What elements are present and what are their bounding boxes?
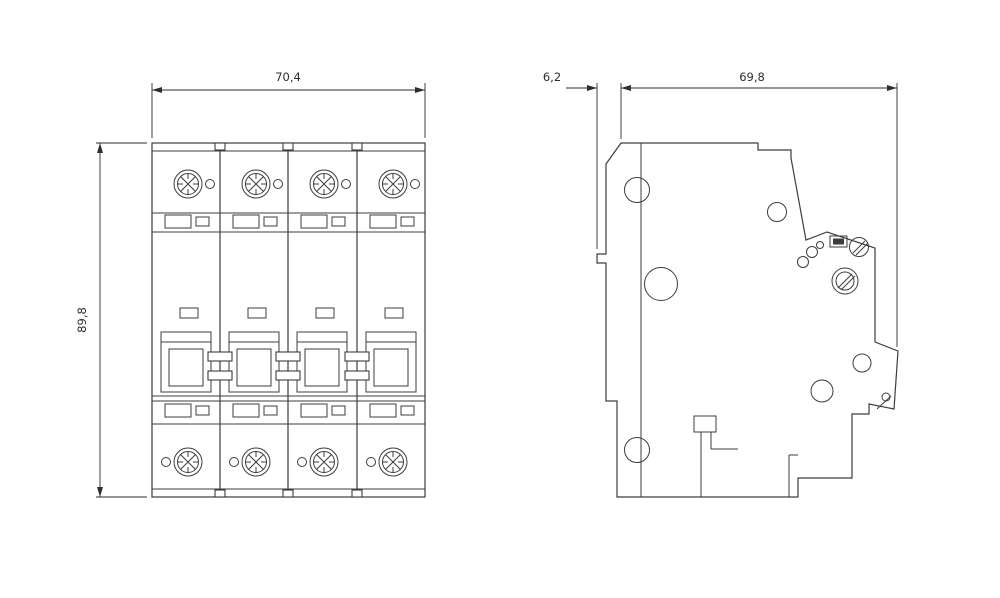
clip-pivot-hole bbox=[852, 353, 872, 373]
dimension-front-height: 89,8 bbox=[75, 142, 147, 498]
rivet-hole-lower bbox=[810, 379, 834, 403]
front-view-horizontal-lines bbox=[152, 150, 425, 490]
terminal-clamp-block bbox=[829, 235, 848, 248]
edge-notches bbox=[214, 142, 363, 498]
dimension-side-depth: 69,8 bbox=[621, 70, 898, 347]
hinge-detail-circle-1 bbox=[797, 256, 809, 268]
hinge-detail-circle-3 bbox=[816, 241, 824, 249]
side-view-holes bbox=[624, 177, 891, 463]
breaker-module-2 bbox=[229, 170, 283, 476]
toggle-tie-bars bbox=[207, 351, 370, 381]
latch-pin-hole bbox=[881, 392, 891, 402]
front-height-dimension-label: 89,8 bbox=[75, 307, 89, 333]
breaker-module-4 bbox=[366, 170, 420, 476]
front-width-dimension-label: 70,4 bbox=[275, 70, 301, 84]
side-depth-dimension-label: 69,8 bbox=[739, 70, 765, 84]
dimension-side-gap: 6,2 bbox=[543, 70, 622, 249]
housing-hole-top bbox=[624, 177, 650, 203]
terminal-screw-lower bbox=[831, 267, 859, 295]
breaker-module-1 bbox=[161, 170, 215, 476]
breaker-module-3 bbox=[297, 170, 351, 476]
terminal-clamp-insert bbox=[833, 238, 844, 245]
module-divider-lines bbox=[219, 143, 358, 497]
side-gap-dimension-label: 6,2 bbox=[543, 70, 561, 84]
housing-hole-bottom bbox=[624, 437, 650, 463]
side-view bbox=[596, 142, 899, 498]
side-view-body-outline bbox=[596, 142, 899, 498]
side-view-internal-lines bbox=[640, 143, 892, 497]
housing-hole-middle bbox=[644, 267, 678, 301]
terminal-screw-upper bbox=[849, 237, 869, 257]
terminal-detail bbox=[829, 235, 869, 295]
rivet-hole-upper bbox=[767, 202, 787, 222]
front-view bbox=[151, 142, 426, 498]
hinge-detail-circle-2 bbox=[806, 246, 818, 258]
dimension-front-width: 70,4 bbox=[151, 70, 426, 138]
